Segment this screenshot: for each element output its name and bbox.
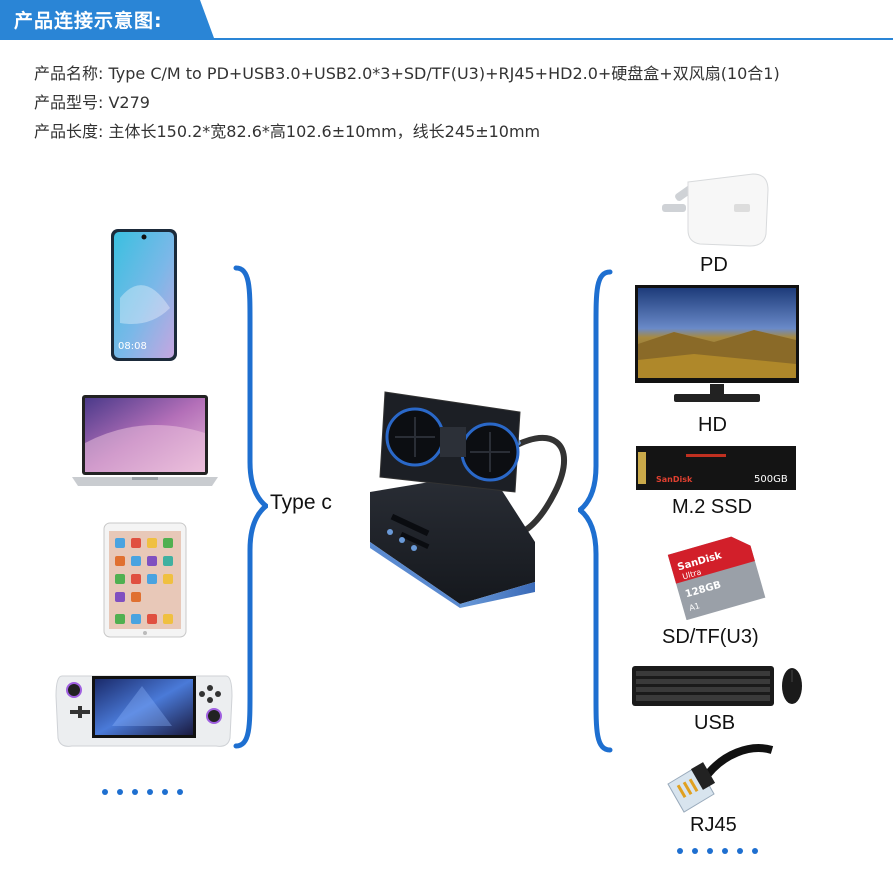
output-label-m2-ssd: M.2 SSD xyxy=(672,496,753,518)
more-devices-dots-right xyxy=(677,848,758,854)
output-label-hd: HD xyxy=(698,414,727,436)
keyboard-mouse-icon xyxy=(632,666,802,706)
monitor-icon xyxy=(635,285,799,402)
spec-product-model: 产品型号: V279 xyxy=(34,93,150,112)
laptop-icon xyxy=(72,395,218,486)
phone-clock: 08:08 xyxy=(118,341,147,352)
sd-card-icon: SanDisk Ultra 128GB A1 xyxy=(667,536,766,620)
hub-dock-icon xyxy=(370,391,568,608)
left-bracket xyxy=(233,265,268,749)
output-label-sd-tf: SD/TF(U3) xyxy=(662,626,759,648)
ssd-brand-text: SanDisk xyxy=(656,475,693,484)
tablet-icon xyxy=(103,522,187,638)
section-title: 产品连接示意图: xyxy=(14,10,163,32)
right-bracket xyxy=(578,269,613,753)
hub-connection-label: Type c xyxy=(270,491,332,514)
ssd-capacity-text: 500GB xyxy=(754,474,788,485)
power-adapter-icon xyxy=(662,173,769,247)
handheld-console-icon xyxy=(55,675,233,747)
smartphone-icon: 08:08 xyxy=(111,229,177,361)
more-devices-dots-left xyxy=(102,789,183,795)
spec-product-name: 产品名称: Type C/M to PD+USB3.0+USB2.0*3+SD/… xyxy=(34,64,780,83)
spec-product-length: 产品长度: 主体长150.2*宽82.6*高102.6±10mm，线长245±1… xyxy=(34,122,541,141)
output-label-pd: PD xyxy=(700,254,728,276)
output-label-rj45: RJ45 xyxy=(690,814,737,836)
output-label-usb: USB xyxy=(694,712,736,734)
section-title-tab: 产品连接示意图: xyxy=(0,0,214,38)
m2-ssd-icon: SanDisk 500GB xyxy=(636,446,796,490)
rj45-cable-icon xyxy=(667,744,774,813)
sd-class-text: A1 xyxy=(688,601,701,613)
header-divider xyxy=(0,38,893,40)
